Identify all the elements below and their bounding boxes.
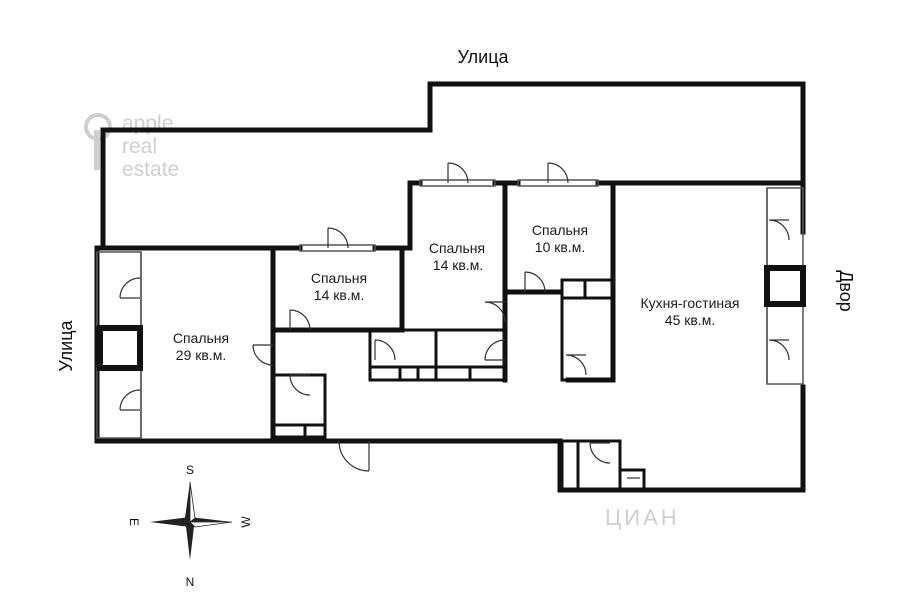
compass-north: N xyxy=(186,575,195,589)
watermark-bottom: ЦИАН xyxy=(605,505,680,530)
compass-east: E xyxy=(127,518,141,526)
room-labels: Спальня 29 кв.м. Спальня 14 кв.м. Спальн… xyxy=(173,222,740,363)
apple-real-estate-watermark: apple real estate xyxy=(84,112,179,181)
room-name-bedroom-29: Спальня xyxy=(173,330,229,346)
room-name-bedroom-14a: Спальня xyxy=(311,270,367,286)
walls xyxy=(94,81,806,493)
watermark-line2: real xyxy=(122,135,157,158)
interior-fixtures xyxy=(271,278,646,491)
cian-watermark: ЦИАН xyxy=(605,505,680,530)
yard-right-label: Двор xyxy=(836,270,856,312)
street-top-label: Улица xyxy=(457,47,509,67)
doors xyxy=(119,162,790,479)
room-area-kitchen-living: 45 кв.м. xyxy=(665,312,715,328)
street-left-label: Улица xyxy=(56,319,76,371)
room-area-bedroom-29: 29 кв.м. xyxy=(176,347,226,363)
room-name-bedroom-14b: Спальня xyxy=(429,240,485,256)
compass-west: W xyxy=(239,516,253,528)
room-area-bedroom-14b: 14 кв.м. xyxy=(433,257,483,273)
room-area-bedroom-14a: 14 кв.м. xyxy=(314,287,364,303)
columns xyxy=(97,265,806,371)
room-name-kitchen-living: Кухня-гостиная xyxy=(640,295,739,311)
orientation-labels: Улица Улица Двор xyxy=(56,47,856,372)
watermark-line3: estate xyxy=(122,158,179,181)
room-name-bedroom-10: Спальня xyxy=(532,222,588,238)
compass-south: S xyxy=(186,463,194,477)
room-area-bedroom-10: 10 кв.м. xyxy=(535,239,585,255)
compass-rose: S N E W xyxy=(127,463,253,589)
